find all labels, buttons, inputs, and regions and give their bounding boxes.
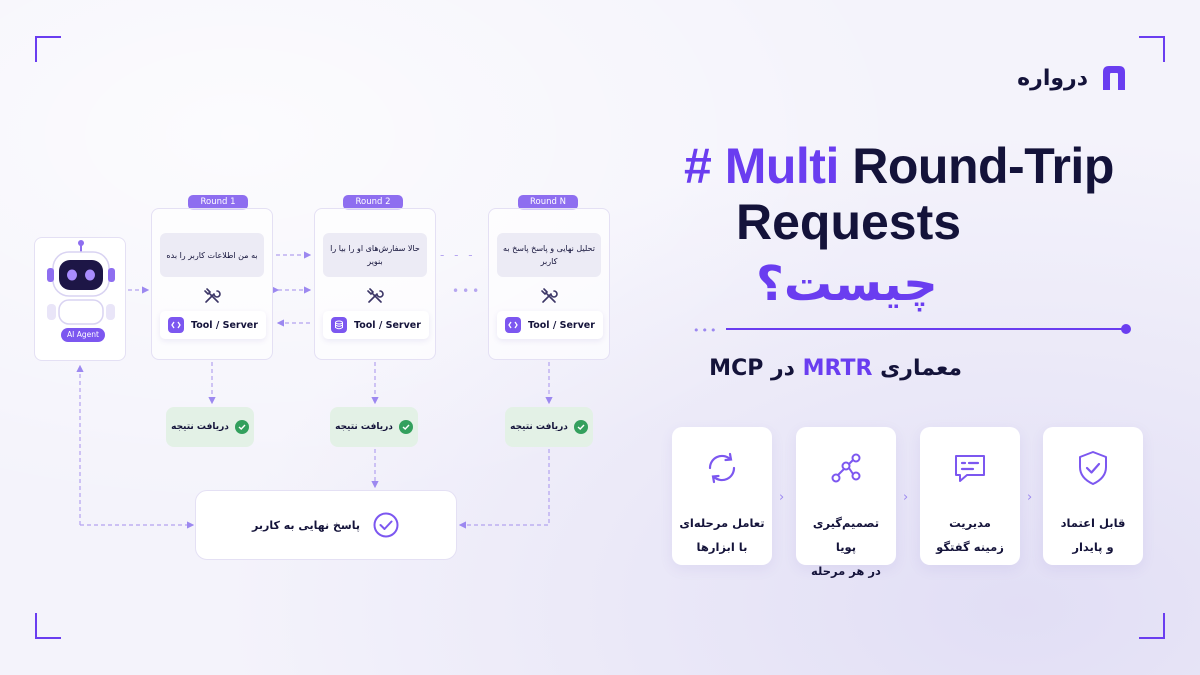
check-circle-icon	[234, 420, 249, 434]
page-title: # Multi Round-Trip Requests	[684, 138, 1174, 250]
result-box-2: دریافت نتیجه	[330, 407, 418, 447]
code-file-icon	[505, 317, 521, 333]
ai-agent-label: AI Agent	[61, 328, 105, 342]
chat-context-icon	[955, 455, 985, 482]
title-line1-rest: Round-Trip	[852, 138, 1114, 194]
title-hash: #	[684, 138, 712, 194]
ai-agent-card: AI Agent	[34, 237, 126, 361]
code-file-icon	[168, 317, 184, 333]
brand-logo-icon	[1103, 66, 1125, 90]
round-tag-1: Round 1	[188, 195, 248, 210]
request-bubble: حالا سفارش‌های او را بیا را بنویر	[323, 233, 427, 277]
tools-icon	[204, 288, 221, 303]
dots-separator: •••	[452, 284, 483, 298]
corner-bracket-top-right	[1139, 36, 1165, 62]
subtitle: معماری MRTR در MCP	[709, 356, 962, 381]
database-icon	[331, 317, 347, 333]
arrow-resultn-to-final	[458, 449, 550, 529]
subtitle-prefix: معماری	[880, 356, 962, 381]
tool-server-label: Tool / Server	[354, 319, 421, 331]
tool-server-box: Tool / Server	[497, 311, 603, 339]
dots-separator: - - -	[440, 248, 476, 262]
subtitle-suffix: در MCP	[709, 356, 795, 381]
corner-bracket-bottom-left	[35, 613, 61, 639]
title-persian: چیست؟	[756, 256, 938, 312]
check-circle-icon	[398, 420, 413, 434]
chevron-right-icon: ›	[903, 490, 909, 505]
divider-end-dot	[1121, 324, 1131, 334]
title-line2: Requests	[736, 194, 962, 250]
brand-name: درواره	[1017, 65, 1088, 91]
final-answer-box: پاسخ نهایی به کاربر	[195, 490, 457, 560]
brand-logo: درواره	[1017, 62, 1130, 94]
decision-graph-icon	[831, 453, 861, 483]
tool-server-box: Tool / Server	[323, 311, 429, 339]
tool-server-label: Tool / Server	[191, 319, 258, 331]
result-label: دریافت نتیجه	[171, 422, 229, 432]
tools-icon	[367, 288, 384, 303]
round-tag-n: Round N	[518, 195, 578, 210]
check-circle-icon	[573, 420, 588, 434]
divider-dots: •••	[693, 324, 719, 337]
tools-icon	[541, 288, 558, 303]
chevron-right-icon: ›	[1027, 490, 1033, 505]
result-box-n: دریافت نتیجه	[505, 407, 593, 447]
round-column-1: به من اطلاعات کاربر را بده Tool / Server	[151, 208, 273, 360]
title-accent-word: Multi	[724, 138, 840, 194]
round-tag-2: Round 2	[343, 195, 403, 210]
tool-server-label: Tool / Server	[528, 319, 595, 331]
request-bubble: تحلیل نهایی و پاسخ پاسخ به کاربر	[497, 233, 601, 277]
tool-server-box: Tool / Server	[160, 311, 266, 339]
subtitle-accent: MRTR	[802, 356, 873, 381]
chevron-right-icon: ›	[779, 490, 785, 505]
result-label: دریافت نتیجه	[335, 422, 393, 432]
result-label: دریافت نتیجه	[510, 422, 568, 432]
round-column-n: تحلیل نهایی و پاسخ پاسخ به کاربر Tool / …	[488, 208, 610, 360]
result-box-1: دریافت نتیجه	[166, 407, 254, 447]
final-answer-label: پاسخ نهایی به کاربر	[252, 518, 360, 532]
title-divider	[726, 328, 1126, 330]
round-column-2: حالا سفارش‌های او را بیا را بنویر Tool /…	[314, 208, 436, 360]
refresh-cycle-icon	[708, 452, 736, 484]
check-circle-outline-icon	[373, 512, 399, 538]
request-bubble: به من اطلاعات کاربر را بده	[160, 233, 264, 277]
corner-bracket-top-left	[35, 36, 61, 62]
shield-check-icon	[1079, 451, 1107, 485]
corner-bracket-bottom-right	[1139, 613, 1165, 639]
robot-icon	[47, 240, 115, 325]
